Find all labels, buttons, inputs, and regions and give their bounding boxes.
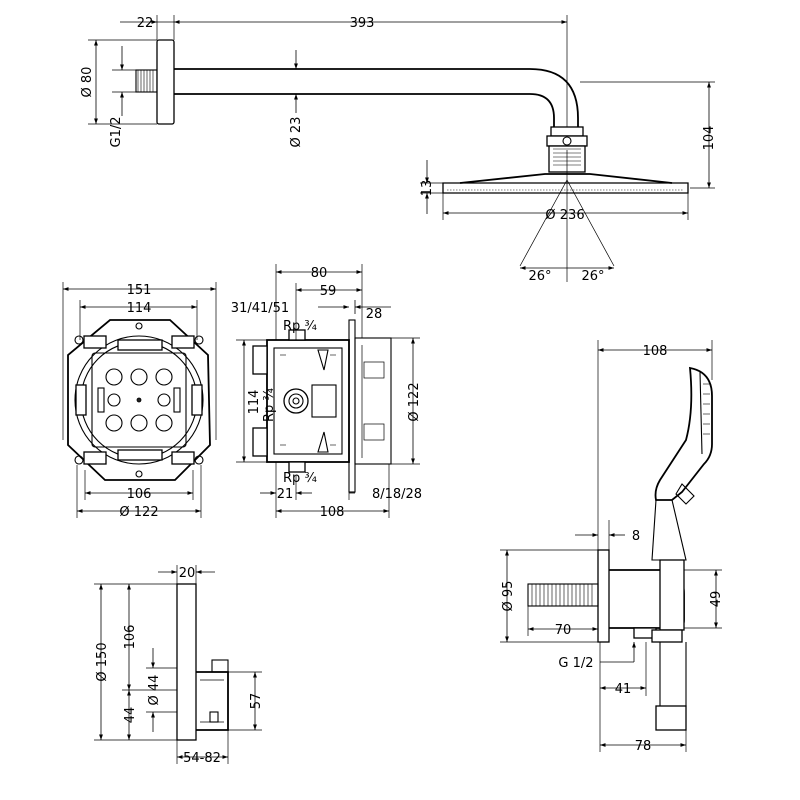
mounting-box-view: 151 114 106 Ø 122 (62, 282, 217, 520)
valve-port-side: Rp ¾ (262, 388, 277, 422)
mounting-box-geometry (67, 319, 211, 481)
overhead-shower-view: 393 22 Ø 80 G1/2 Ø 23 104 13 Ø 236 26° 2… (80, 15, 717, 284)
dim-hand-offset-78: 78 (635, 739, 652, 754)
valve-body-dimensions (236, 264, 420, 518)
dim-flange-dia: Ø 80 (80, 67, 95, 98)
dim-valve-height-114: 114 (247, 390, 262, 415)
mounting-box-dimensions (62, 282, 217, 518)
dim-angle-right: 26° (581, 269, 604, 284)
dim-valve-offset-21: 21 (277, 487, 294, 502)
dim-hand-depth-70: 70 (555, 623, 572, 638)
dim-plate-depth-20: 20 (179, 566, 196, 581)
dim-hand-thread: G 1/2 (558, 656, 593, 671)
dim-valve-dia-122: Ø 122 (407, 382, 422, 421)
overhead-shower-geometry (135, 39, 689, 282)
dim-arm-length: 393 (350, 16, 375, 31)
dim-drop: 104 (702, 126, 717, 151)
dim-thread: G1/2 (109, 117, 124, 148)
dim-box-width-outer: 151 (127, 283, 152, 298)
dim-hand-reach-108: 108 (643, 344, 668, 359)
dim-valve-depth-108: 108 (320, 505, 345, 520)
hand-shower-geometry (527, 366, 713, 731)
trim-plate-dimensions (94, 565, 262, 764)
valve-body-geometry (252, 319, 392, 493)
valve-body-view: 80 59 31/41/51 28 Rp ¾ 114 Rp ¾ Ø 122 Rp… (231, 264, 422, 520)
dim-plate-projection: 54-82 (183, 751, 221, 766)
valve-port-bottom: Rp ¾ (283, 471, 317, 486)
dim-valve-offset-range: 8/18/28 (372, 487, 422, 502)
hand-shower-dimensions (500, 340, 722, 752)
dim-flange-depth: 22 (137, 16, 154, 31)
dim-hand-dia-95: Ø 95 (501, 581, 516, 612)
dim-valve-depth-80: 80 (311, 266, 328, 281)
dim-head-dia: Ø 236 (545, 208, 584, 223)
dim-hand-height-49: 49 (709, 591, 724, 608)
trim-plate-view: 20 Ø 150 106 Ø 44 44 57 54-82 (94, 565, 264, 766)
trim-plate-geometry (176, 583, 229, 741)
dim-head-height: 13 (420, 180, 435, 197)
dim-valve-depth-59: 59 (320, 284, 337, 299)
dim-box-bottom-dia: Ø 122 (119, 505, 158, 520)
dim-hand-offset-41: 41 (615, 682, 632, 697)
valve-port-top: Rp ¾ (283, 319, 317, 334)
dim-box-bottom-width: 106 (127, 487, 152, 502)
dim-angle-left: 26° (528, 269, 551, 284)
overhead-shower-dimensions (88, 15, 715, 270)
dim-plate-dia-150: Ø 150 (95, 642, 110, 681)
dim-hand-offset-8: 8 (632, 529, 640, 544)
dim-knob-dia-44: Ø 44 (147, 675, 162, 706)
hand-shower-view: 108 8 Ø 95 70 G 1/2 49 41 78 (500, 340, 724, 754)
dim-valve-offset-28: 28 (366, 307, 383, 322)
dim-plate-height-44: 44 (123, 707, 138, 724)
dim-plate-height-106: 106 (123, 625, 138, 650)
dim-box-width-inner: 114 (127, 301, 152, 316)
dim-arm-dia: Ø 23 (289, 117, 304, 148)
dim-valve-depth-range: 31/41/51 (231, 301, 289, 316)
dim-knob-height-57: 57 (249, 693, 264, 710)
